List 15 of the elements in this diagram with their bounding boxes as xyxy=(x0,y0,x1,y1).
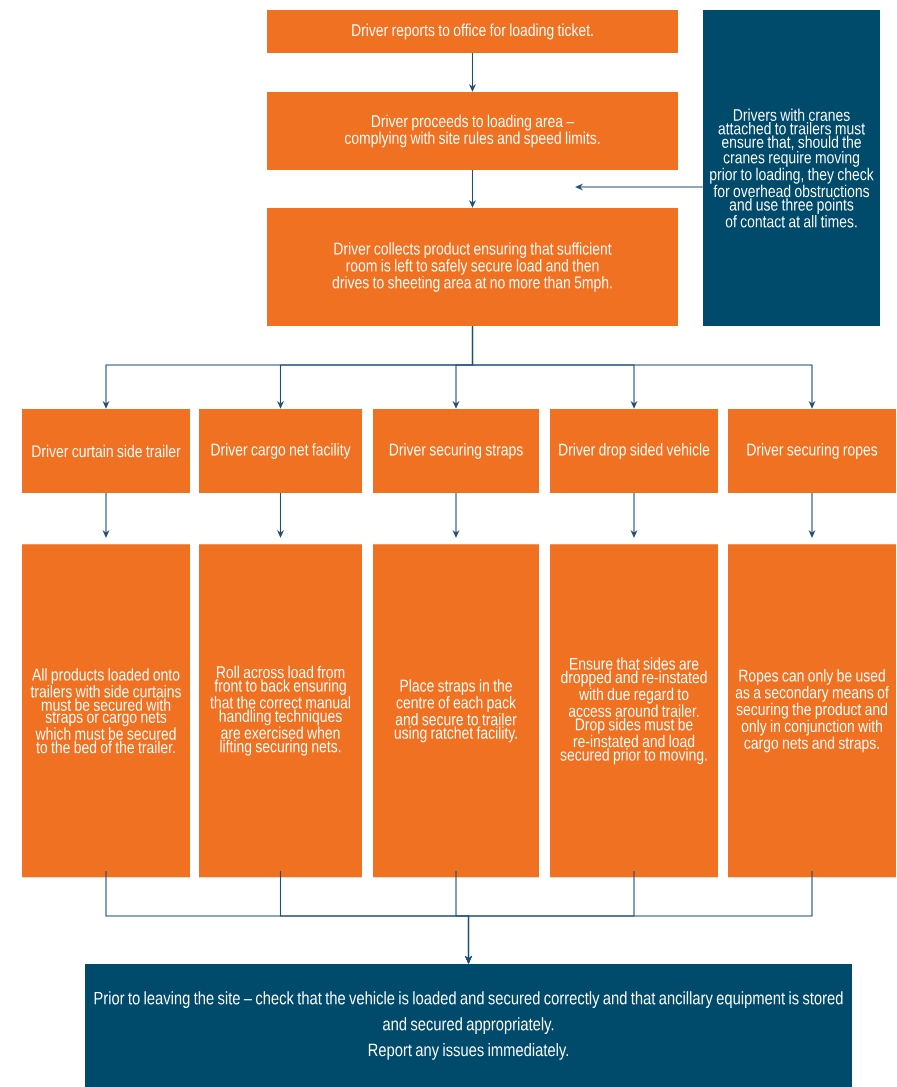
instruction-box: All products loaded onto trailers with side curtains must be secured with straps or cargo nets which must be secured to the bed of the trailer. xyxy=(22,544,190,878)
step-box: Driver proceeds to loading area – complying with site rules and speed limits. xyxy=(267,92,678,170)
method-box: Driver drop sided vehicle xyxy=(550,409,718,493)
instruction-box: Ensure that sides are dropped and re-instated with due regard to access around trailer. Drop sides must be re-instated and load secured prior to moving. xyxy=(550,544,718,878)
instruction-box: Ropes can only be used as a secondary means of securing the product and only in conjunction with cargo nets and straps. xyxy=(728,544,896,878)
method-box: Driver securing ropes xyxy=(728,409,896,493)
method-box: Driver curtain side trailer xyxy=(22,409,190,493)
instruction-box: Roll across load from front to back ensuring that the correct manual handling techniques are exercised when lifting securing nets. xyxy=(199,544,362,878)
method-box: Driver securing straps xyxy=(373,409,539,493)
step-box: Driver reports to office for loading ticket. xyxy=(267,10,678,53)
method-box: Driver cargo net facility xyxy=(199,409,362,493)
note-box: Prior to leaving the site – check that the vehicle is loaded and secured correctly and that ancillary equipment is stored and secured appropriately. Report any issues immediately. xyxy=(85,964,852,1087)
step-box: Driver collects product ensuring that sufficient room is left to safely secure load and then drives to sheeting area at no more than 5mph. xyxy=(267,208,678,326)
instruction-box: Place straps in the centre of each pack and secure to trailer using ratchet facility. xyxy=(373,544,539,878)
note-box: Drivers with cranes attached to trailers must ensure that, should the cranes require moving prior to loading, they check for overhead obstructions and use three points of contact at all times. xyxy=(703,10,880,326)
